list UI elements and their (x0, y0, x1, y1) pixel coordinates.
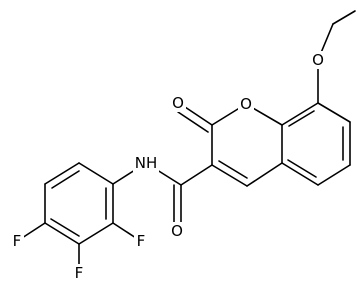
atom-fluorine-4: F (10, 232, 24, 250)
atom-fluorine-2: F (134, 232, 148, 250)
bond-c3p-c4p-inner (50, 218, 80, 237)
atom-fluorine-4-bg (10, 232, 24, 250)
bond-c8-c8a-inner (288, 110, 315, 127)
bond-c5-c4a (281, 162, 319, 186)
atom-label-layer: O O O O NH F F F (10, 51, 326, 282)
bond-c8-c8a (281, 102, 319, 126)
atom-ring-oxygen-label: O (240, 95, 252, 113)
bond-c8-c7 (317, 102, 351, 123)
atom-fluorine-2-bg (134, 232, 148, 250)
atom-fluorine-3-bg (72, 264, 86, 282)
atom-carbonyl-oxygen-label: O (172, 94, 184, 112)
atom-fluorine-3-label: F (75, 264, 84, 282)
bond-c4-c4a (246, 162, 283, 187)
atom-amide-oxygen: O (169, 222, 185, 240)
bond-c3-camide (180, 164, 213, 186)
bond-c5p-c6p-inner (51, 170, 80, 189)
atom-ring-oxygen-bg (238, 95, 254, 113)
atom-fluorine-3: F (72, 264, 86, 282)
atom-amide-nitrogen-label: NH (135, 154, 158, 172)
bond-c4p-f (21, 222, 46, 239)
atom-fluorine-4-label: F (13, 232, 22, 250)
bond-c5p-c6p (44, 162, 80, 185)
atom-ether-oxygen: O (310, 51, 326, 69)
bond-ethyl-ch3 (332, 10, 356, 25)
atom-carbonyl-oxygen: O (170, 94, 186, 112)
atom-amide-nitrogen: NH (133, 154, 159, 172)
bond-c2-o-b (177, 111, 209, 133)
bond-c3-c4-inner (218, 160, 248, 179)
bond-c2p-f (112, 222, 137, 239)
atom-amide-nitrogen-bg (133, 154, 159, 172)
atom-carbonyl-oxygen-bg (170, 94, 186, 112)
bond-c3p-c4p (44, 222, 80, 245)
atom-ether-oxygen-bg (310, 51, 326, 69)
atom-amide-oxygen-label: O (171, 222, 183, 240)
bond-c6-c5 (317, 164, 351, 186)
bond-c2p-c3p (78, 222, 114, 245)
atom-ether-oxygen-label: O (312, 51, 324, 69)
bond-c6p-c1p (78, 162, 114, 185)
bond-c2-o-a (181, 104, 213, 126)
atom-fluorine-2-label: F (137, 232, 146, 250)
bond-c3-c4 (211, 164, 248, 187)
bond-layer (21, 10, 356, 266)
atom-ring-oxygen: O (238, 95, 254, 113)
bond-c5-c4a-inner (287, 159, 317, 178)
atom-amide-oxygen-bg (169, 222, 185, 240)
